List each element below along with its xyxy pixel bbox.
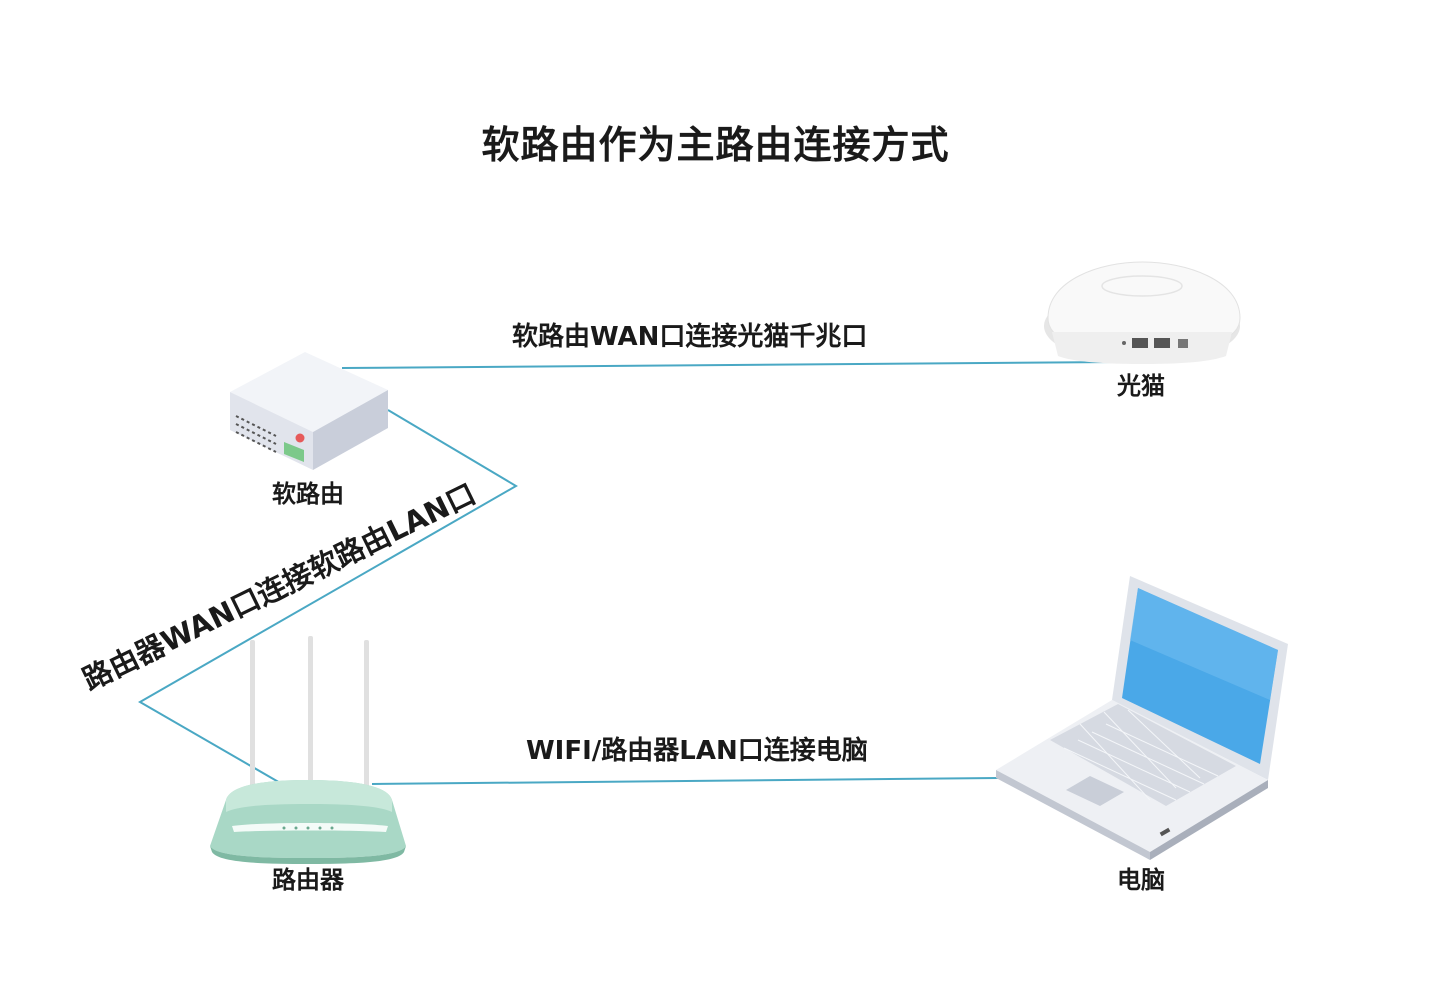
line-router-to-soft-router <box>137 409 518 785</box>
laptop-icon <box>996 576 1288 860</box>
optical-modem-icon <box>1044 261 1241 364</box>
link-label-soft-router-to-modem: 软路由WAN口连接光猫千兆口 <box>512 322 868 352</box>
server-box-icon <box>230 352 388 470</box>
line-soft-router-to-modem <box>341 361 1119 369</box>
link-label-router-to-computer: WIFI/路由器LAN口连接电脑 <box>526 736 868 766</box>
line-router-to-computer <box>371 777 999 785</box>
optical-modem-label: 光猫 <box>1117 372 1165 400</box>
diagram-title: 软路由作为主路由连接方式 <box>481 123 950 167</box>
computer-label: 电脑 <box>1117 866 1165 894</box>
wifi-router-icon <box>210 636 406 864</box>
router-label: 路由器 <box>272 866 344 894</box>
soft-router-label: 软路由 <box>272 480 344 508</box>
connection-lines <box>137 361 1119 785</box>
